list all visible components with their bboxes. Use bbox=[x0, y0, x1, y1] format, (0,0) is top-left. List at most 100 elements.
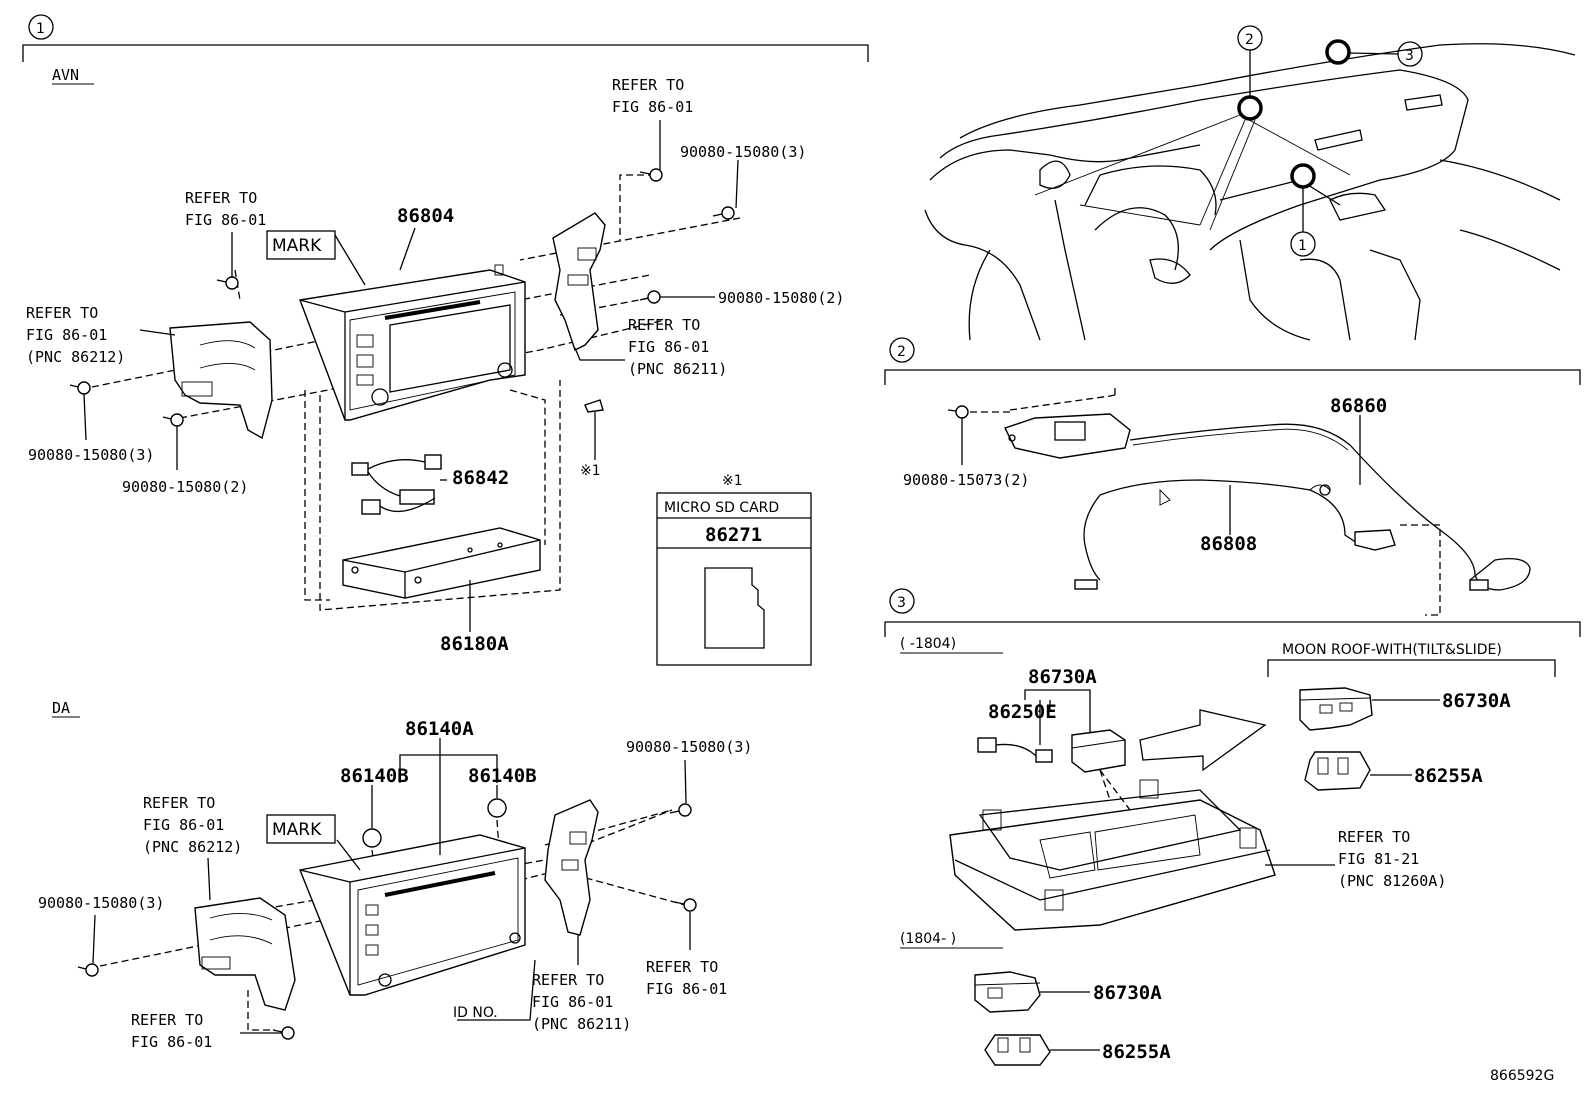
da-refer-right-bracket-1: REFER TO bbox=[532, 971, 604, 989]
range-late-label: (1804- ) bbox=[900, 931, 956, 947]
antenna-amplifier bbox=[1004, 413, 1131, 459]
cable-label: 86808 bbox=[1200, 533, 1257, 555]
da-knob-left-label: 86140B bbox=[340, 765, 409, 787]
da-refer-right-bracket-3: (PNC 86211) bbox=[532, 1015, 631, 1033]
avn-bolt-3-top bbox=[712, 206, 735, 220]
moonroof-microphone bbox=[1299, 687, 1373, 731]
overview-callout-2: 2 bbox=[1237, 25, 1263, 51]
da-right-bracket bbox=[544, 799, 599, 936]
moonroof-label: MOON ROOF-WITH(TILT&SLIDE) bbox=[1282, 642, 1502, 658]
avn-main-unit-label: 86804 bbox=[397, 205, 454, 227]
range-early-label: ( -1804) bbox=[900, 636, 956, 652]
section-2-header: 2 bbox=[884, 337, 1581, 385]
cover-moon-label: 86255A bbox=[1414, 765, 1483, 787]
da-heading: DA bbox=[52, 699, 70, 717]
overview-callout-3: 3 bbox=[1397, 41, 1423, 67]
avn-harness-label: 86842 bbox=[452, 467, 509, 489]
section-3-number: 3 bbox=[897, 595, 906, 611]
da-refer-bottom-left-1: REFER TO bbox=[131, 1011, 203, 1029]
micro-sd-card-icon bbox=[704, 567, 765, 649]
da-bolt-3-left-label: 90080-15080(3) bbox=[38, 894, 164, 912]
avn-refer-right-bracket-3: (PNC 86211) bbox=[628, 360, 727, 378]
avn-note-mark: ※1 bbox=[580, 463, 601, 479]
section-2-bolt bbox=[947, 405, 969, 419]
da-bolt-3-right bbox=[669, 803, 692, 817]
avn-refer-left-bracket-1: REFER TO bbox=[26, 304, 98, 322]
section-3-header: 3 bbox=[884, 588, 1581, 637]
da-refer-left-bracket-1: REFER TO bbox=[143, 794, 215, 812]
antenna-cable-label: 86860 bbox=[1330, 395, 1387, 417]
micro-sd-box: ※1 MICRO SD CARD 86271 bbox=[656, 473, 812, 666]
mic-moon-label: 86730A bbox=[1442, 690, 1511, 712]
da-knob-right bbox=[487, 798, 507, 818]
section-3-early-assembly bbox=[949, 689, 1335, 931]
harness-connector bbox=[977, 737, 997, 753]
antenna-cable-86860 bbox=[1129, 423, 1476, 576]
console-refer-3: (PNC 81260A) bbox=[1338, 872, 1446, 890]
da-bolt-3-left bbox=[77, 963, 99, 977]
avn-bolt-3-left-label: 90080-15080(3) bbox=[28, 446, 154, 464]
avn-refer-left-bracket-3: (PNC 86212) bbox=[26, 348, 125, 366]
micro-sd-note: ※1 bbox=[722, 473, 743, 489]
avn-bolt-2-top-label: 90080-15080(2) bbox=[718, 289, 844, 307]
moonroof-cover bbox=[1304, 751, 1371, 791]
console-refer-2: FIG 81-21 bbox=[1338, 850, 1419, 868]
mic-a-label: 86730A bbox=[1028, 666, 1097, 688]
da-assembly bbox=[77, 738, 697, 1040]
insert-arrow bbox=[1139, 709, 1267, 772]
da-id-no-label: ID NO. bbox=[453, 1005, 498, 1021]
avn-tuner-unit bbox=[342, 527, 541, 599]
harness-label: 86250E bbox=[988, 701, 1057, 723]
avn-bolt-3-top-label: 90080-15080(3) bbox=[680, 143, 806, 161]
avn-left-bracket bbox=[169, 321, 273, 440]
console-refer-1: REFER TO bbox=[1338, 828, 1410, 846]
overview-marker-3 bbox=[1325, 39, 1351, 65]
section-1-number: 1 bbox=[36, 21, 45, 37]
avn-assembly bbox=[69, 120, 741, 632]
da-left-bracket bbox=[194, 897, 296, 1011]
avn-refer-right-bracket-1: REFER TO bbox=[628, 316, 700, 334]
da-bolt-3-right-label: 90080-15080(3) bbox=[626, 738, 752, 756]
cover-late-label: 86255A bbox=[1102, 1041, 1171, 1063]
avn-bolt-2-left bbox=[162, 413, 184, 427]
microphone-86730A bbox=[1071, 729, 1126, 773]
section-1-header: 1 bbox=[22, 14, 869, 62]
da-refer-bottom-right-2: FIG 86-01 bbox=[646, 980, 727, 998]
vehicle-interior-overview bbox=[924, 39, 1576, 341]
avn-tuner-label: 86180A bbox=[440, 633, 509, 655]
avn-mark-label: MARK bbox=[272, 236, 322, 256]
avn-refer-right-bracket-2: FIG 86-01 bbox=[628, 338, 709, 356]
da-main-unit bbox=[299, 834, 526, 996]
avn-screw-top bbox=[639, 168, 663, 182]
avn-bolt-2-left-label: 90080-15080(2) bbox=[122, 478, 248, 496]
avn-heading: AVN bbox=[52, 66, 79, 84]
avn-screw-left-top bbox=[216, 276, 239, 290]
svg-text:2: 2 bbox=[1245, 32, 1254, 48]
section-2-number: 2 bbox=[897, 344, 906, 360]
section-3-late-assembly bbox=[974, 971, 1100, 1066]
svg-text:1: 1 bbox=[1298, 238, 1307, 254]
avn-refer-top-right-1: REFER TO bbox=[612, 76, 684, 94]
da-refer-bottom-right-1: REFER TO bbox=[646, 958, 718, 976]
avn-bolt-3-left bbox=[69, 381, 91, 395]
section-2-bolt-label: 90080-15073(2) bbox=[903, 471, 1029, 489]
da-screw-bottom-right bbox=[674, 898, 697, 912]
avn-refer-top-left-1: REFER TO bbox=[185, 189, 257, 207]
overhead-console bbox=[949, 799, 1276, 931]
micro-sd-part-number: 86271 bbox=[705, 524, 762, 546]
overview-marker-1 bbox=[1290, 163, 1316, 189]
overview-callout-1: 1 bbox=[1290, 231, 1316, 257]
da-refer-bottom-left-2: FIG 86-01 bbox=[131, 1033, 212, 1051]
section-3-moonroof-assembly bbox=[1299, 687, 1440, 791]
da-refer-left-bracket-3: (PNC 86212) bbox=[143, 838, 242, 856]
da-knob-right-label: 86140B bbox=[468, 765, 537, 787]
avn-main-unit bbox=[299, 269, 526, 421]
svg-text:3: 3 bbox=[1405, 48, 1414, 64]
overview-marker-2 bbox=[1237, 95, 1263, 121]
late-microphone bbox=[974, 971, 1041, 1013]
avn-refer-top-right-2: FIG 86-01 bbox=[612, 98, 693, 116]
mic-late-label: 86730A bbox=[1093, 982, 1162, 1004]
avn-wire-harness bbox=[351, 454, 442, 515]
cable-86808 bbox=[1099, 479, 1361, 546]
figure-id: 866592G bbox=[1490, 1068, 1554, 1084]
